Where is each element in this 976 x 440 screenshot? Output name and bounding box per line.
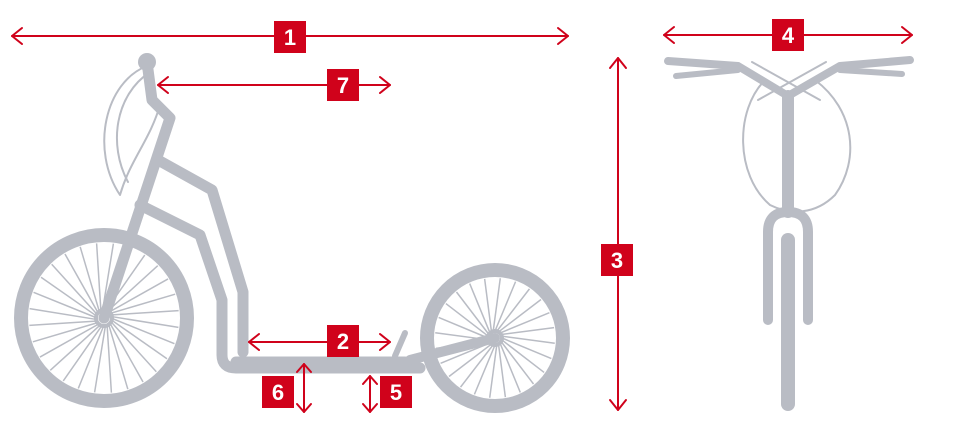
spoke bbox=[469, 283, 491, 334]
spoke bbox=[109, 293, 176, 315]
badge-footboard-length: 2 bbox=[327, 325, 359, 357]
spoke bbox=[95, 243, 102, 312]
dimension-ground-clearance bbox=[362, 375, 378, 413]
spoke bbox=[64, 253, 100, 315]
spoke bbox=[106, 265, 159, 313]
spoke bbox=[51, 263, 99, 316]
spoke bbox=[93, 324, 107, 393]
handlebar-grip-top bbox=[138, 53, 156, 71]
brake-cables-front bbox=[742, 61, 852, 213]
spoke bbox=[79, 246, 101, 313]
spoke bbox=[110, 318, 168, 360]
spoke bbox=[445, 302, 489, 337]
spoke bbox=[29, 307, 98, 321]
badge-overall-length: 1 bbox=[274, 21, 306, 53]
scooter-side-view bbox=[14, 53, 570, 413]
spoke bbox=[110, 317, 175, 345]
spoke bbox=[109, 320, 157, 373]
spoke bbox=[500, 326, 555, 336]
spoke bbox=[497, 343, 507, 398]
badge-ground-clearance: 5 bbox=[380, 376, 412, 408]
brake-cables-side bbox=[103, 65, 161, 196]
spoke bbox=[29, 320, 98, 327]
spoke bbox=[77, 324, 105, 389]
spoke bbox=[49, 323, 102, 371]
svg-text:6: 6 bbox=[272, 380, 284, 405]
svg-text:4: 4 bbox=[782, 23, 795, 48]
spoke bbox=[499, 342, 521, 393]
spoke bbox=[107, 323, 129, 390]
spoke bbox=[501, 337, 552, 360]
svg-text:3: 3 bbox=[611, 248, 623, 273]
svg-text:2: 2 bbox=[337, 329, 349, 354]
spoke bbox=[455, 291, 490, 335]
badge-footboard-height: 6 bbox=[262, 376, 294, 408]
spoke bbox=[483, 278, 493, 333]
spoke bbox=[499, 312, 550, 334]
spoke bbox=[494, 281, 517, 332]
dimension-overall-height bbox=[609, 57, 627, 411]
spoke bbox=[488, 344, 498, 398]
spoke bbox=[107, 278, 169, 314]
frame bbox=[98, 53, 500, 374]
dimension-footboard-height bbox=[296, 363, 312, 413]
spoke bbox=[110, 309, 179, 316]
spoke bbox=[39, 322, 101, 358]
badge-overall-height: 3 bbox=[601, 244, 633, 276]
spoke bbox=[496, 288, 531, 332]
spoke bbox=[62, 324, 104, 382]
scooter-front-view bbox=[664, 56, 914, 411]
spoke bbox=[40, 276, 98, 318]
spoke bbox=[459, 344, 494, 388]
spoke bbox=[498, 298, 542, 333]
spoke bbox=[108, 321, 144, 383]
spoke bbox=[501, 339, 545, 374]
svg-text:5: 5 bbox=[390, 380, 402, 405]
spoke bbox=[448, 343, 492, 378]
spoke bbox=[501, 335, 555, 345]
spoke bbox=[106, 324, 113, 393]
spoke bbox=[110, 315, 179, 329]
spoke bbox=[473, 344, 496, 395]
spoke bbox=[500, 341, 535, 385]
svg-text:1: 1 bbox=[284, 25, 296, 50]
dimension-footboard-length bbox=[248, 333, 391, 351]
spoke bbox=[492, 278, 502, 332]
spoke bbox=[32, 321, 99, 343]
fork-front bbox=[763, 207, 813, 325]
spoke bbox=[438, 316, 489, 339]
svg-text:7: 7 bbox=[337, 73, 349, 98]
badge-handlebar-width: 4 bbox=[772, 19, 804, 51]
badge-reach: 7 bbox=[327, 69, 359, 101]
spoke bbox=[33, 291, 98, 319]
